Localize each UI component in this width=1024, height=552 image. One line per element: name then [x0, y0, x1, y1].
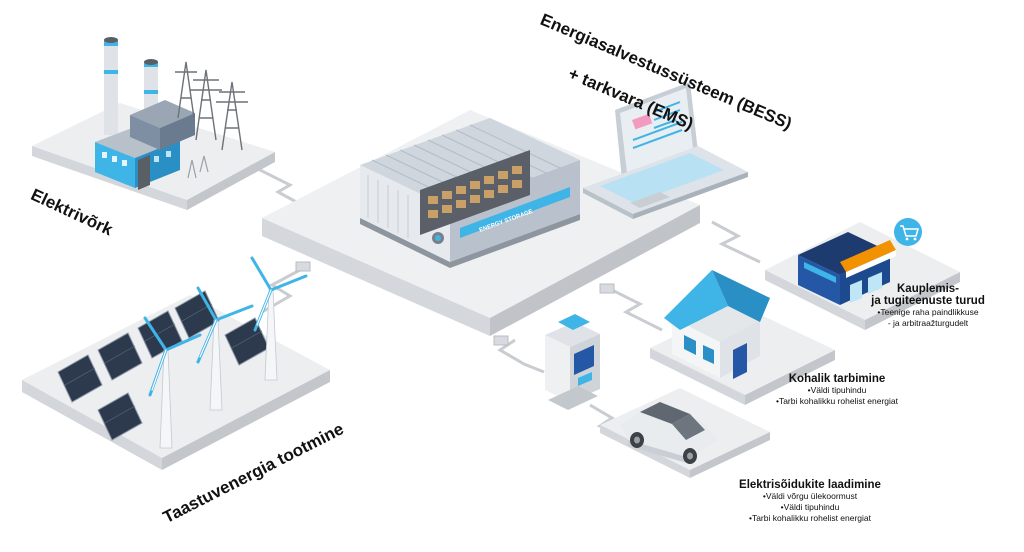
- laptop-icon: [583, 82, 748, 219]
- grid-platform: [32, 37, 275, 210]
- wind-turbine-icon: [143, 256, 308, 449]
- markets-bullet-1: •Teenige raha paindlikkuse: [877, 307, 979, 317]
- markets-label: Kauplemis- ja tugiteenuste turud •Teenig…: [848, 283, 1008, 329]
- house-icon: [664, 270, 770, 379]
- ev-bullet-3: •Tarbi kohalikku rohelist energiat: [748, 513, 872, 523]
- markets-title-line1: Kauplemis-: [897, 283, 959, 295]
- markets-bullet-2: - ja arbitraažturgudelt: [887, 318, 969, 328]
- local-bullet-1: •Väldi tipuhindu: [807, 385, 867, 395]
- ev-bullet-2: •Väldi tipuhindu: [780, 502, 840, 512]
- markets-title-line2: ja tugiteenuste turud: [871, 295, 985, 307]
- charger-icon: [545, 314, 600, 410]
- battery-container-icon: ENERGY STORAGE: [360, 118, 580, 268]
- ev-label: Elektrisõidukite laadimine •Väldi võrgu …: [710, 479, 910, 524]
- local-title: Kohalik tarbimine: [788, 373, 886, 385]
- ev-title: Elektrisõidukite laadimine: [739, 479, 881, 491]
- factory-icon: [95, 37, 195, 190]
- shop-icon: [798, 232, 896, 305]
- small-pylon-icon: [187, 155, 209, 179]
- local-label: Kohalik tarbimine •Väldi tipuhindu •Tarb…: [752, 373, 922, 407]
- local-bullet-2: •Tarbi kohalikku rohelist energiat: [775, 396, 899, 406]
- cart-icon: [894, 218, 922, 246]
- ev-bullet-1: •Väldi võrgu ülekoormust: [762, 491, 858, 501]
- car-icon: [620, 402, 718, 464]
- pylon-icon: [175, 61, 248, 151]
